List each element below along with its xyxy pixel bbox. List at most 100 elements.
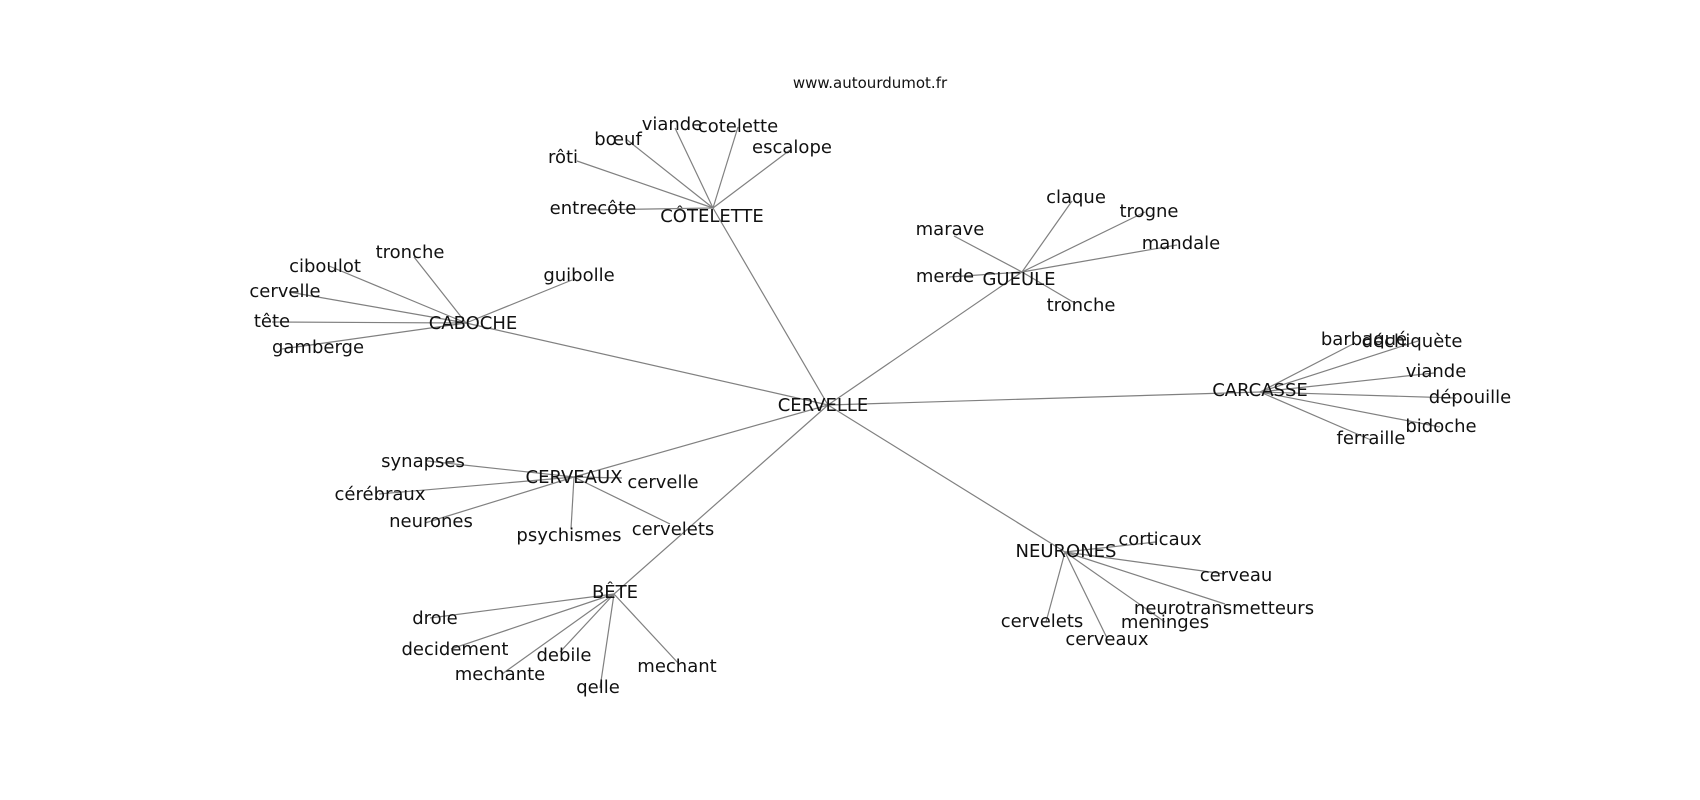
word-node: cervelle (249, 281, 320, 302)
edge-cerveaux-word (426, 460, 575, 478)
edge-center-cotelette (712, 207, 829, 406)
word-node: viande (642, 114, 703, 135)
edge-center-caboche (465, 322, 829, 406)
edge-center-neurones (827, 404, 1066, 553)
word-node: cerveau (1200, 565, 1273, 586)
edge-gueule-word (953, 235, 1023, 273)
edge-bete-word (613, 593, 680, 665)
edge-caboche-word (465, 279, 573, 324)
word-node: cervelets (632, 519, 715, 540)
word-node: dépouille (1429, 387, 1511, 408)
edge-gueule-word (1021, 200, 1073, 273)
word-node: neurotransmetteurs (1134, 598, 1314, 619)
edge-center-bete (613, 404, 829, 595)
edge-carcasse-word (1259, 343, 1354, 393)
edge-cerveaux-word (570, 476, 575, 530)
edge-cerveaux-word (378, 476, 575, 495)
edge-bete-word (501, 593, 615, 675)
cluster-node-caboche: CABOCHE (429, 313, 518, 334)
word-node: guibolle (543, 265, 614, 286)
edge-bete-word (450, 593, 615, 650)
cluster-node-cotelette: CÔTELETTE (660, 205, 764, 227)
edge-cotelette-word (712, 126, 739, 209)
edge-cotelette-word (674, 127, 714, 209)
word-node: tronche (376, 242, 445, 263)
edge-neurones-word (1064, 551, 1226, 605)
edges-layer (271, 126, 1457, 689)
word-node: trogne (1120, 201, 1179, 222)
word-node: corticaux (1118, 529, 1202, 550)
word-node: gamberge (272, 337, 364, 358)
cluster-node-carcasse: CARCASSE (1212, 380, 1308, 401)
edge-cerveaux-word (573, 476, 623, 479)
edge-caboche-word (281, 322, 467, 350)
word-node: cotelette (698, 116, 778, 137)
word-node: marave (916, 219, 985, 240)
word-node: mandale (1142, 233, 1221, 254)
word-node: merde (916, 266, 974, 287)
edge-bete-word (599, 593, 615, 689)
edge-cotelette-word (625, 138, 714, 209)
edge-caboche-word (271, 321, 467, 324)
word-node: mechante (455, 664, 545, 685)
source-label: www.autourdumot.fr (793, 74, 948, 92)
edge-cotelette-word (576, 160, 714, 209)
word-node: psychismes (516, 525, 621, 546)
edge-carcasse-word (1259, 391, 1372, 441)
word-node: decidement (402, 639, 509, 660)
edge-bete-word (559, 593, 615, 653)
word-node: ferraille (1336, 428, 1405, 449)
center-node: CERVELLE (778, 395, 869, 416)
edge-cerveaux-word (573, 476, 671, 525)
edge-carcasse-word (1259, 391, 1457, 399)
word-node: drole (412, 608, 458, 629)
edge-cerveaux-word (424, 476, 575, 524)
word-node: bœuf (594, 129, 642, 150)
edge-carcasse-word (1259, 391, 1441, 428)
word-node: neurones (389, 511, 473, 532)
word-node: synapses (381, 451, 465, 472)
word-node: ciboulot (289, 256, 361, 277)
word-node: tronche (1047, 295, 1116, 316)
edge-neurones-word (1064, 551, 1166, 623)
word-node: cervelle (627, 472, 698, 493)
edge-neurones-word (1064, 551, 1108, 639)
word-node: mechant (637, 656, 716, 677)
edge-center-gueule (827, 271, 1023, 406)
edge-gueule-word (1021, 211, 1146, 273)
word-node: viande (1406, 361, 1467, 382)
edge-bete-word (429, 593, 615, 619)
word-node: bidoche (1405, 416, 1476, 437)
edge-gueule-word (1021, 271, 1074, 303)
word-node: escalope (752, 137, 832, 158)
edge-caboche-word (288, 291, 467, 324)
cluster-node-gueule: GUEULE (982, 269, 1055, 290)
edge-caboche-word (328, 265, 467, 324)
edge-gueule-word (1021, 244, 1178, 273)
word-node: déchiquète (1362, 331, 1463, 352)
word-node: cervelets (1001, 611, 1084, 632)
word-node: debile (536, 645, 591, 666)
word-node: entrecôte (550, 198, 637, 219)
edge-center-carcasse (827, 391, 1261, 406)
edge-neurones-word (1045, 551, 1066, 623)
word-node: meninges (1121, 612, 1209, 633)
cluster-node-neurones: NEURONES (1016, 541, 1117, 562)
edge-gueule-word (948, 271, 1023, 278)
edge-cotelette-word (712, 149, 791, 209)
edge-neurones-word (1064, 541, 1157, 553)
cluster-node-bete: BÊTE (592, 581, 638, 603)
word-node: barbaqué (1321, 329, 1407, 350)
word-node: cerveaux (1065, 629, 1149, 650)
edge-caboche-word (413, 256, 467, 324)
word-node: rôti (548, 147, 578, 168)
word-node: claque (1046, 187, 1106, 208)
edge-carcasse-word (1259, 372, 1435, 393)
edge-carcasse-word (1259, 340, 1419, 393)
edge-neurones-word (1064, 551, 1226, 575)
word-node: cérébraux (335, 484, 426, 505)
edge-center-cerveaux (573, 404, 829, 478)
word-node: tête (254, 311, 290, 332)
word-node: qelle (576, 677, 620, 698)
